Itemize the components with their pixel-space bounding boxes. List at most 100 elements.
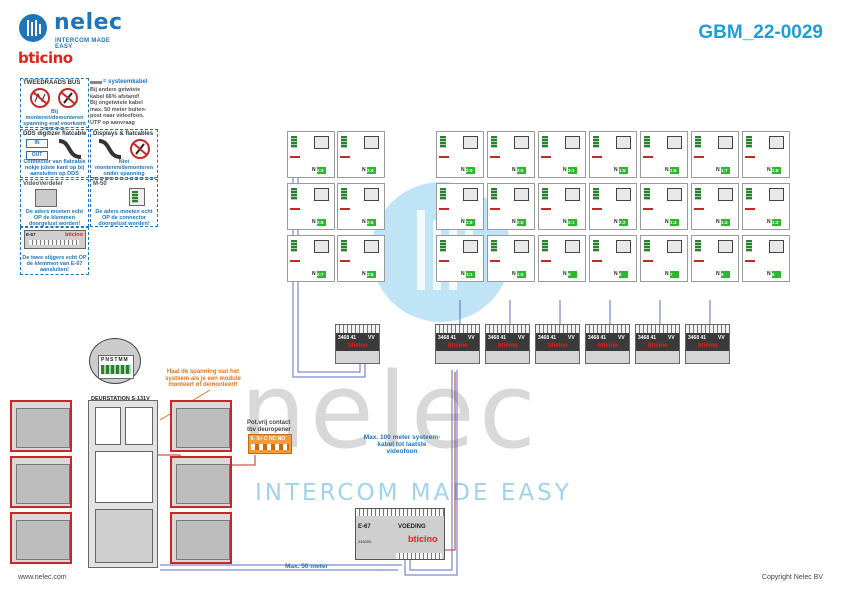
distributor-body [436,333,479,351]
distributor-brand: bticino [348,343,368,349]
distributor-label: 3468 41 [488,335,507,341]
door-station-module [10,456,72,508]
panel-address: 1:6 [670,167,679,174]
screen-icon [314,136,329,149]
legend-systeemkabel-line: max. 50 meter buiten- [90,106,147,113]
speaker-module [125,407,153,445]
panel-terminal [746,136,752,148]
panel-address: 1:7 [721,167,730,174]
panel-address-code: 1:3 [670,220,677,225]
screen-icon [565,136,580,149]
panel-terminal [440,136,446,148]
legend-dds-title2: flatcable [62,131,87,137]
potvrij-screws [251,444,289,450]
panel-address-code: 1:9 [466,220,473,225]
videophone-panel: N P2:4 [337,131,385,178]
panel-np-label: N P [362,219,370,225]
panel-address: 2:2 [619,219,628,226]
legend-m50-text: De aders moeten echt OP de connector doo… [95,209,153,227]
distributor-terminals [486,325,529,333]
panel-terminal [542,136,548,148]
videophone-panel: N P1:8 [742,131,790,178]
panel-address: 3:0 [517,167,526,174]
panel-np-label: N P [614,219,622,225]
panel-np-label: N P [614,167,622,173]
screen-icon [667,240,682,253]
screen-icon [616,240,631,253]
module-face [176,464,230,504]
panel-terminal [593,240,599,252]
panel-address: 2:8 [367,271,376,278]
panel-red-wire [745,156,755,158]
panel-address-code: 2:7 [317,272,324,277]
panel-red-wire [340,260,350,262]
panel-address-code: 1:5 [619,168,626,173]
videophone-panel: N P2:1 [538,183,586,230]
screen-icon [769,240,784,253]
panel-np-label: N P [362,271,370,277]
legend-tweedraads-title: TWEEDRAADS BUS [23,80,81,86]
distributor-label: 3468 41 [688,335,707,341]
legend-videoverdeler-text: De aders moeten echt OP de klemmen doorg… [25,209,84,227]
videophone-grid: N P2:3N P2:4N P2:5N P2:6N P2:7N P2:8 [287,131,387,286]
panel-np-label: N P [716,271,724,277]
panel-address: 1:4 [721,219,730,226]
dds-module [95,451,153,503]
screen-icon [718,136,733,149]
videophone-panel: N P2:7 [287,235,335,282]
panel-np-label: N P [665,219,673,225]
legend-videoverdeler-title: VideoVerdeler [23,181,63,187]
panel-np-label: N P [312,219,320,225]
panel-red-wire [541,260,551,262]
panel-terminal [644,188,650,200]
panel-red-wire [340,156,350,158]
panel-address-code: 2:1 [568,220,575,225]
legend-systeemkabel-line: kabel 66% afstand! [90,93,140,100]
screen-icon [718,240,733,253]
panel-terminal [440,240,446,252]
cable-swatch [90,81,102,84]
legend-systeemkabel: = systeemkabel Bij andere getwiste kabel… [90,78,156,126]
panel-np-label: N P [312,167,320,173]
screen-icon [364,240,379,253]
footer-url: www.nelec.com [18,574,67,581]
distributor-terminals [436,325,479,333]
panel-np-label: N P [563,219,571,225]
distributor-brand: bticino [598,343,618,349]
distributor-brand: bticino [698,343,718,349]
panel-terminal [593,136,599,148]
panel-np-label: N P [563,167,571,173]
panel-address-code: 2:2 [619,220,626,225]
psu-bottom-terminals [396,553,442,559]
videophone-panel: N P1:0 [487,235,535,282]
panel-address: 2:4 [367,167,376,174]
videophone-panel: N P1:1 [436,235,484,282]
screen-icon [514,136,529,149]
panel-np-label: N P [312,271,320,277]
panel-address: 2:7 [317,271,326,278]
panel-red-wire [592,156,602,158]
panel-address-code: 3:0 [517,168,524,173]
distributor-label: 3468 41 [438,335,457,341]
bticino-logo: bticino [18,49,73,67]
legend-dds: DDS digitizer flatcable IN OUT Connector… [20,129,89,178]
legend-e67: E-67 bticino De twee stijgers echt OP de… [20,227,89,275]
panel-red-wire [541,156,551,158]
distributor-terminals [586,325,629,333]
panel-red-wire [290,208,300,210]
psu-label: E-67 [358,524,371,530]
panel-terminal [440,188,446,200]
panel-address: 3:1 [568,167,577,174]
panel-address: 2:1 [568,219,577,226]
door-station-module [170,400,232,452]
panel-np-label: N P [362,167,370,173]
nelec-logo: nelec INTERCOM MADE EASY [18,10,128,50]
distributor-vv: VV [618,335,625,341]
distributor-vv: VV [718,335,725,341]
e67-device-label: E-67 [26,232,36,237]
panel-address-code: 1:8 [772,168,779,173]
legend-m50-title: M-50 [93,181,107,187]
